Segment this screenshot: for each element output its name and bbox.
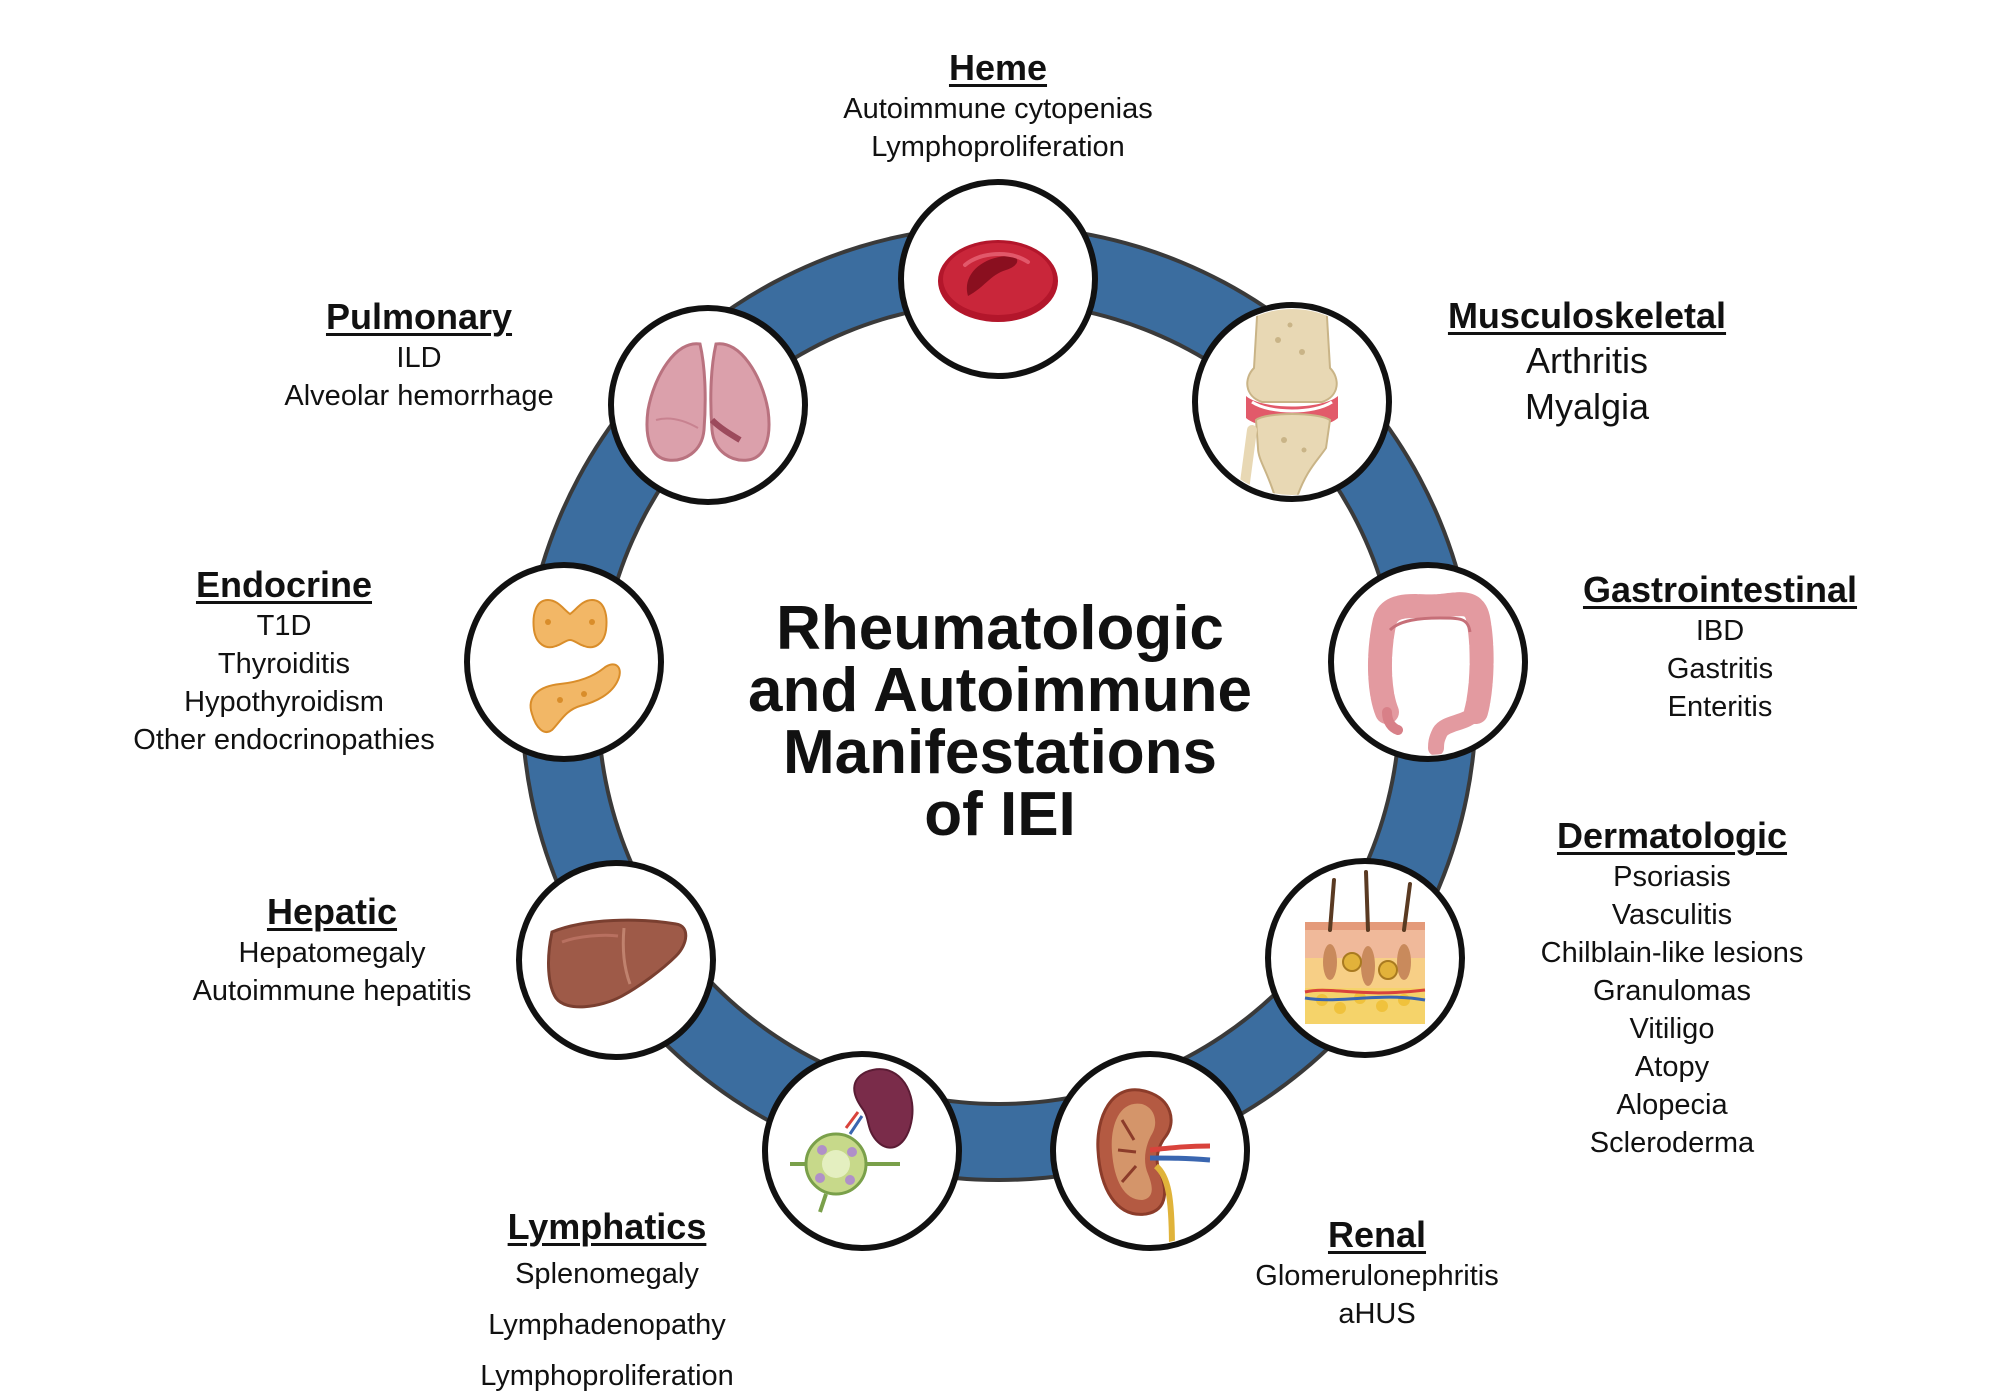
thyroid-pancreas-icon (529, 598, 621, 733)
center-title-line: Manifestations (782, 718, 1218, 787)
label-item: Vitiligo (1629, 1013, 1715, 1045)
center-title-line: Rheumatologic (776, 594, 1224, 663)
label-item: Thyroiditis (217, 648, 351, 680)
intestine-icon (1368, 592, 1494, 755)
label-title-musculoskeletal: Musculoskeletal (1447, 295, 1727, 336)
label-title-lymphatics: Lymphatics (507, 1206, 707, 1247)
label-dermatologic: Dermatologic Psoriasis Vasculitis Chilbl… (1541, 814, 1804, 1162)
node-hepatic (516, 860, 716, 1060)
label-title-dermatologic: Dermatologic (1556, 815, 1788, 856)
label-item: Vasculitis (1611, 899, 1733, 931)
label-item: Hepatomegaly (238, 937, 426, 969)
label-item: Other endocrinopathies (133, 724, 435, 756)
label-item: Hypothyroidism (184, 686, 384, 718)
label-endocrine: Endocrine T1D Thyroiditis Hypothyroidism… (133, 563, 434, 759)
node-gastrointestinal (1328, 562, 1528, 762)
node-renal (1050, 1051, 1250, 1251)
center-title: Rheumatologic and Autoimmune Manifestati… (680, 598, 1320, 846)
label-title-gastrointestinal: Gastrointestinal (1582, 569, 1858, 610)
label-title-endocrine: Endocrine (195, 564, 373, 605)
label-item: Granulomas (1593, 975, 1751, 1007)
label-title-pulmonary: Pulmonary (325, 296, 513, 337)
label-item: Autoimmune cytopenias (843, 93, 1153, 125)
label-lymphatics: Lymphatics Splenomegaly Lymphadenopathy … (480, 1205, 734, 1400)
label-heme: Heme Autoimmune cytopenias Lymphoprolife… (843, 46, 1153, 166)
kidney-icon (1096, 1088, 1211, 1244)
skin-cross-section-icon (1304, 870, 1426, 1024)
node-musculoskeletal (1192, 302, 1392, 502)
label-item: Autoimmune hepatitis (192, 975, 472, 1007)
label-item: Lymphadenopathy (488, 1309, 726, 1341)
node-dermatologic (1265, 858, 1465, 1058)
lungs-icon (645, 342, 771, 462)
label-item: T1D (256, 610, 312, 642)
label-item: Scleroderma (1589, 1127, 1755, 1159)
red-blood-cell-icon (938, 240, 1058, 322)
label-item: Arthritis (1525, 340, 1649, 381)
label-item: Psoriasis (1613, 861, 1731, 893)
label-item: Myalgia (1524, 386, 1650, 427)
label-item: Alveolar hemorrhage (284, 380, 554, 412)
label-item: Alopecia (1616, 1089, 1728, 1121)
label-pulmonary: Pulmonary ILD Alveolar hemorrhage (284, 295, 553, 415)
node-pulmonary (608, 305, 808, 505)
label-item: Lymphoproliferation (871, 131, 1125, 163)
label-title-heme: Heme (948, 47, 1048, 88)
node-heme (898, 179, 1098, 379)
node-lymphatics (762, 1051, 962, 1251)
label-item: IBD (1695, 615, 1745, 647)
label-item: Enteritis (1667, 691, 1773, 723)
center-title-line: and Autoimmune (747, 656, 1253, 725)
label-item: Glomerulonephritis (1255, 1260, 1499, 1292)
knee-joint-icon (1239, 309, 1338, 495)
label-item: Chilblain-like lesions (1540, 937, 1804, 969)
label-gastrointestinal: Gastrointestinal IBD Gastritis Enteritis (1583, 568, 1857, 726)
node-endocrine (464, 562, 664, 762)
label-title-hepatic: Hepatic (266, 891, 398, 932)
label-item: Atopy (1634, 1051, 1710, 1083)
label-renal: Renal Glomerulonephritis aHUS (1255, 1213, 1498, 1333)
label-item: Splenomegaly (515, 1258, 699, 1290)
label-item: ILD (396, 342, 442, 374)
label-musculoskeletal: Musculoskeletal Arthritis Myalgia (1448, 294, 1726, 430)
label-title-renal: Renal (1327, 1214, 1427, 1255)
center-title-line: of IEI (924, 780, 1076, 849)
spleen-lymph-node-icon (790, 1068, 914, 1213)
liver-icon (547, 918, 688, 1009)
label-hepatic: Hepatic Hepatomegaly Autoimmune hepatiti… (193, 890, 472, 1010)
label-item: Gastritis (1666, 653, 1774, 685)
label-item: Lymphoproliferation (480, 1360, 734, 1392)
label-item: aHUS (1338, 1298, 1416, 1330)
